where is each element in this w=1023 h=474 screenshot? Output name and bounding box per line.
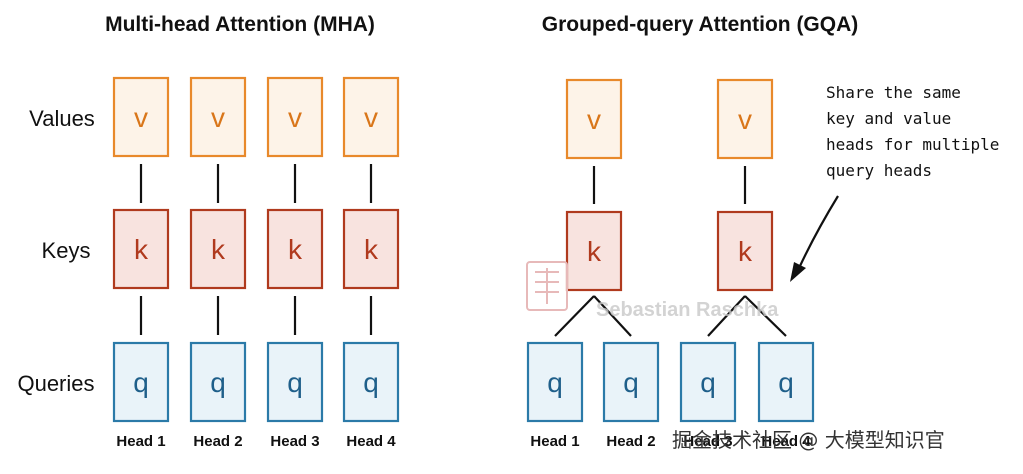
- mha-value-1-letter: v: [134, 102, 148, 133]
- mha-query-1-letter: q: [133, 367, 149, 398]
- mha-query-4: q: [342, 341, 400, 423]
- gqa-head-label: Head 4: [761, 433, 811, 450]
- gqa-branch-connector: [593, 295, 632, 337]
- mha-head-label: Head 3: [270, 433, 319, 450]
- gqa-branch-connector: [707, 295, 746, 337]
- row-label-keys: Keys: [42, 238, 91, 263]
- gqa-query-4: q: [757, 341, 815, 423]
- gqa-key-1: k: [565, 210, 623, 292]
- gqa-value-1-box: [565, 78, 623, 160]
- mha-query-2-letter: q: [210, 367, 226, 398]
- mha-key-1-box: [112, 208, 170, 290]
- watermark-platform: 掘金技术社区 @ 大模型知识官: [672, 428, 945, 452]
- mha-query-2-box: [189, 341, 247, 423]
- mha-key-4: k: [342, 208, 400, 290]
- gqa-branch-connector: [744, 295, 787, 337]
- gqa-key-1-letter: k: [587, 236, 602, 267]
- annotation-arrow-icon: [790, 195, 839, 282]
- row-label-queries: Queries: [17, 371, 94, 396]
- mha-key-4-letter: k: [364, 234, 379, 265]
- mha-query-4-box: [342, 341, 400, 423]
- mha-head-label: Head 1: [116, 433, 165, 450]
- watermark: Sebastian Raschka 掘金技术社区 @ 大模型知识官: [526, 261, 945, 452]
- mha-head-label: Head 4: [346, 433, 396, 450]
- gqa-key-2-letter: k: [738, 236, 753, 267]
- mha-key-3-box: [266, 208, 324, 290]
- row-label-values: Values: [29, 106, 95, 131]
- mha-key-1: k: [112, 208, 170, 290]
- share-annotation: Share the same key and value heads for m…: [826, 83, 999, 180]
- gqa-key-1-box: [565, 210, 623, 292]
- mha-value-2-box: [189, 76, 247, 158]
- gqa-head-label: Head 1: [530, 433, 579, 450]
- gqa-query-3: q: [679, 341, 737, 423]
- gqa-value-2-letter: v: [738, 104, 752, 135]
- gqa-key-2: k: [716, 210, 774, 292]
- mha-value-2-letter: v: [211, 102, 225, 133]
- mha-query-3-box: [266, 341, 324, 423]
- mha-value-4: v: [342, 76, 400, 158]
- mha-value-4-letter: v: [364, 102, 378, 133]
- mha-value-1-box: [112, 76, 170, 158]
- gqa-query-3-letter: q: [700, 367, 716, 398]
- mha-value-3-letter: v: [288, 102, 302, 133]
- mha-value-3: v: [266, 76, 324, 158]
- gqa-value-2: v: [716, 78, 774, 160]
- mha-key-2-letter: k: [211, 234, 226, 265]
- annotation-line: heads for multiple: [826, 135, 999, 154]
- annotation-line: key and value: [826, 109, 951, 128]
- mha-value-4-box: [342, 76, 400, 158]
- gqa-query-4-letter: q: [778, 367, 794, 398]
- gqa-value-1-letter: v: [587, 104, 601, 135]
- mha-query-1-box: [112, 341, 170, 423]
- annotation-line: Share the same: [826, 83, 961, 102]
- gqa-title: Grouped-query Attention (GQA): [542, 13, 859, 36]
- gqa-query-3-box: [679, 341, 737, 423]
- mha-query-3: q: [266, 341, 324, 423]
- gqa-query-2-box: [602, 341, 660, 423]
- mha-key-1-letter: k: [134, 234, 149, 265]
- gqa-value-2-box: [716, 78, 774, 160]
- mha-value-2: v: [189, 76, 247, 158]
- mha-key-2: k: [189, 208, 247, 290]
- gqa-query-1-letter: q: [547, 367, 563, 398]
- gqa-query-4-box: [757, 341, 815, 423]
- mha-key-3: k: [266, 208, 324, 290]
- gqa-query-1: q: [526, 341, 584, 423]
- mha-value-3-box: [266, 76, 324, 158]
- stamp-icon: [526, 261, 568, 311]
- mha-query-4-letter: q: [363, 367, 379, 398]
- mha-query-3-letter: q: [287, 367, 303, 398]
- gqa-branch-connector: [554, 295, 595, 337]
- gqa-query-2: q: [602, 341, 660, 423]
- mha-key-4-box: [342, 208, 400, 290]
- gqa-head-label: Head 3: [683, 433, 732, 450]
- mha-key-3-letter: k: [288, 234, 303, 265]
- mha-key-2-box: [189, 208, 247, 290]
- mha-head-label: Head 2: [193, 433, 242, 450]
- gqa-key-2-box: [716, 210, 774, 292]
- mha-query-1: q: [112, 341, 170, 423]
- gqa-head-label: Head 2: [606, 433, 655, 450]
- gqa-value-1: v: [565, 78, 623, 160]
- gqa-query-1-box: [526, 341, 584, 423]
- mha-query-2: q: [189, 341, 247, 423]
- mha-title: Multi-head Attention (MHA): [105, 13, 375, 36]
- gqa-query-2-letter: q: [623, 367, 639, 398]
- annotation-line: query heads: [826, 161, 932, 180]
- watermark-author: Sebastian Raschka: [596, 299, 779, 321]
- mha-value-1: v: [112, 76, 170, 158]
